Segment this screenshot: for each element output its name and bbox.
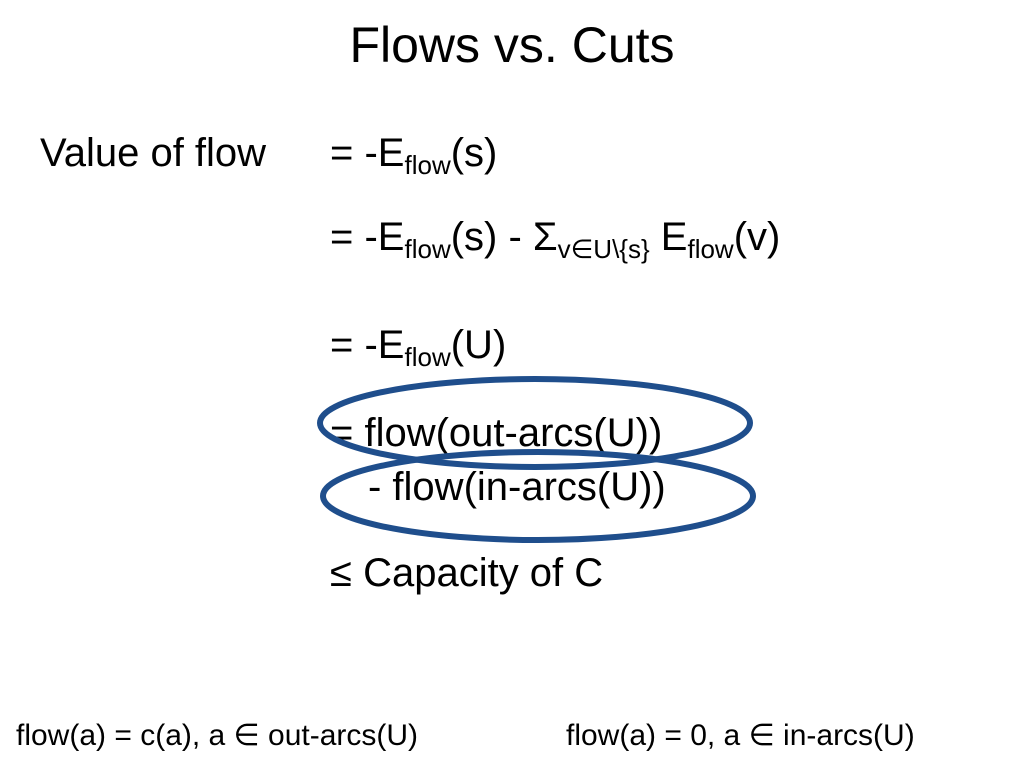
slide-title: Flows vs. Cuts: [349, 17, 675, 73]
footer-left-note: flow(a) = c(a), a ∈ out-arcs(U): [16, 719, 419, 752]
eq2-subscript-1: flow: [404, 234, 451, 264]
eq2-prefix: = -E: [330, 215, 405, 259]
eq1-prefix: = -E: [330, 131, 405, 175]
equation-line-6: ≤ Capacity of C: [330, 551, 604, 595]
equation-line-3: = -Eflow(U): [330, 320, 506, 370]
eq2-middle: (s) - Σ: [450, 215, 558, 259]
eq2-subscript-2: v∈U\{s}: [557, 234, 650, 264]
eq1-suffix: (s): [450, 131, 498, 175]
eq2-subscript-3: flow: [687, 234, 734, 264]
eq3-prefix: = -E: [330, 323, 405, 367]
equation-line-2: = -Eflow(s) - Σv∈U\{s} Eflow(v): [330, 212, 780, 262]
eq3-suffix: (U): [450, 323, 507, 367]
equation-line-4: = flow(out-arcs(U)): [330, 411, 663, 455]
footer-right-note: flow(a) = 0, a ∈ in-arcs(U): [566, 719, 915, 752]
eq2-suffix: (v): [733, 215, 781, 259]
eq2-e: E: [649, 215, 688, 259]
equation-line-5: - flow(in-arcs(U)): [368, 465, 666, 509]
value-of-flow-label: Value of flow: [40, 131, 267, 175]
eq3-subscript: flow: [404, 342, 451, 372]
equation-line-1: = -Eflow(s): [330, 128, 497, 178]
eq1-subscript: flow: [404, 150, 451, 180]
